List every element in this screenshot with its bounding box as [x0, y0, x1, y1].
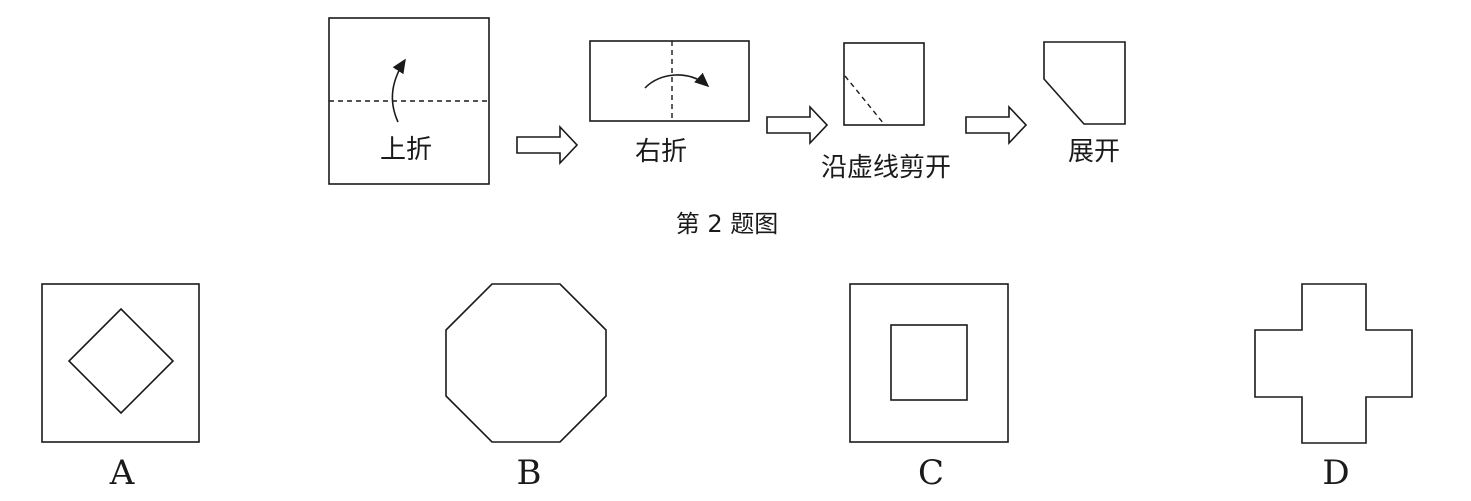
option-c-outer-square — [849, 283, 1009, 443]
option-a-letter: A — [109, 453, 135, 493]
option-b: B — [445, 283, 607, 493]
diagonal-cut-line — [844, 75, 885, 125]
unfolded-piece — [1043, 41, 1126, 125]
step-fold-up: 上折 — [328, 17, 490, 185]
option-c-square-hole — [890, 324, 968, 401]
step-unfold: 展开 — [1043, 41, 1126, 167]
next-step-arrow-icon — [516, 124, 579, 166]
option-a: A — [41, 283, 200, 493]
fold-right-arrow-icon — [644, 72, 710, 89]
option-d: D — [1254, 283, 1413, 493]
next-step-arrow-icon — [766, 104, 829, 146]
next-step-arrow-icon — [965, 104, 1028, 146]
folded-square — [843, 42, 925, 126]
option-b-letter: B — [517, 453, 542, 493]
step-fold-right: 右折 — [589, 40, 750, 167]
option-c-letter: C — [918, 453, 944, 493]
fold-up-arrow-icon — [391, 58, 406, 123]
option-a-outer-square — [41, 283, 200, 443]
option-c: C — [849, 283, 1009, 493]
cut-label: 沿虚线剪开 — [821, 153, 951, 183]
paper-rectangle — [589, 40, 750, 122]
option-b-octagon — [445, 283, 607, 443]
fold-right-label: 右折 — [635, 137, 687, 167]
step-cut: 沿虚线剪开 — [821, 42, 951, 183]
fold-up-label: 上折 — [380, 135, 432, 165]
option-d-cross — [1254, 283, 1413, 444]
unfold-label: 展开 — [1068, 137, 1120, 167]
figure-caption: 第 2 题图 — [676, 210, 779, 238]
option-d-letter: D — [1322, 453, 1349, 493]
option-a-diamond-hole — [67, 307, 175, 415]
